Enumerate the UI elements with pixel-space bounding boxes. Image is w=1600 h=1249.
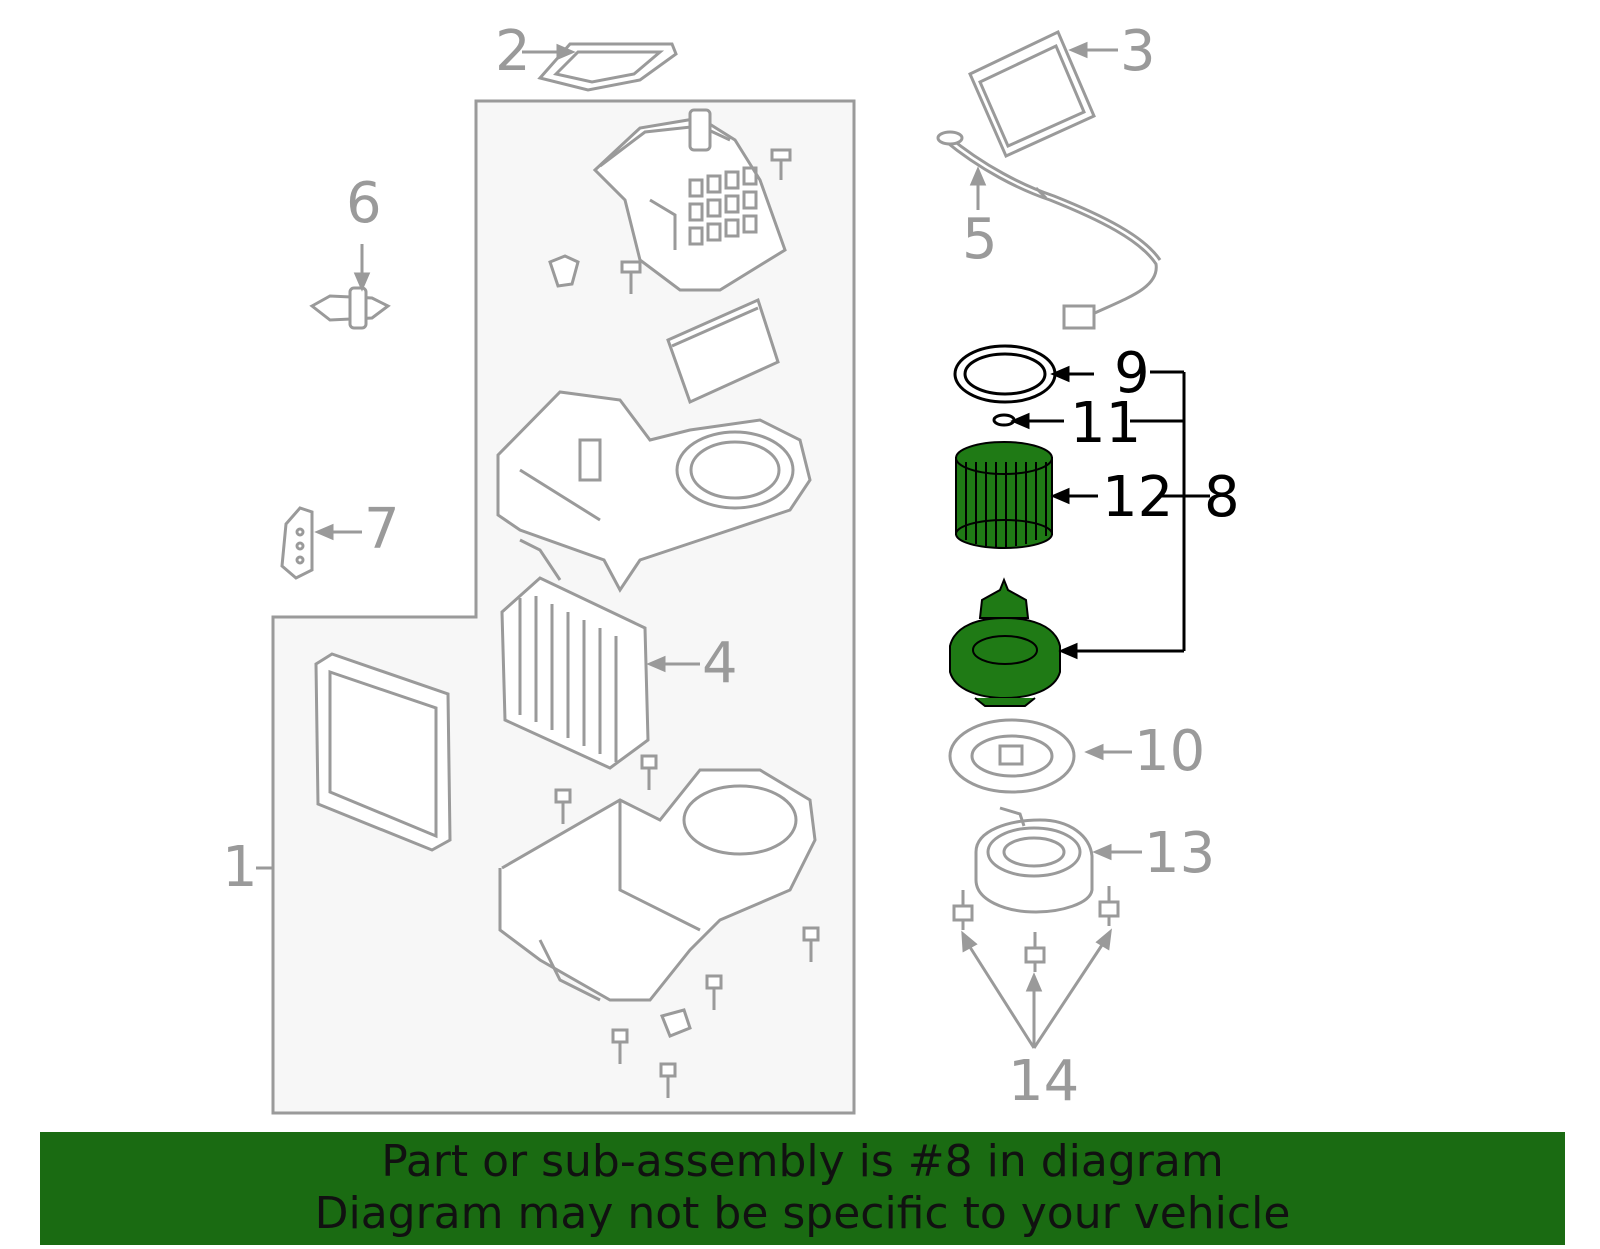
part-11-oring [992, 413, 1016, 427]
callout-9: 9 [1114, 341, 1150, 406]
banner-line-2: Diagram may not be specific to your vehi… [314, 1188, 1291, 1239]
heater-core [314, 652, 452, 852]
lower-case [498, 768, 817, 1002]
upper-case [592, 108, 787, 292]
part-2-gasket [537, 42, 678, 92]
callout-1: 1 [222, 835, 258, 900]
part-5-sensor [936, 130, 1162, 330]
filter-card [666, 297, 780, 405]
part-14-screws [952, 886, 1120, 972]
callout-14: 14 [1008, 1049, 1079, 1114]
part-13-housing [974, 806, 1094, 914]
callout-6: 6 [346, 171, 382, 236]
part-10-cover [948, 718, 1076, 794]
callout-11: 11 [1070, 391, 1141, 456]
callout-12: 12 [1102, 465, 1173, 530]
part-3-filter [968, 29, 1096, 158]
banner-line-1: Part or sub-assembly is #8 in diagram [381, 1136, 1224, 1187]
info-banner: Part or sub-assembly is #8 in diagram Di… [40, 1132, 1565, 1245]
callout-7: 7 [364, 497, 400, 562]
callout-4: 4 [702, 631, 738, 696]
callout-2: 2 [495, 19, 531, 84]
part-6-actuator [309, 286, 391, 330]
callout-3: 3 [1120, 19, 1156, 84]
part-12-blower-wheel [955, 441, 1053, 549]
part-4-evaporator [500, 538, 650, 770]
part-8-bracket [1010, 365, 1210, 660]
callout-8: 8 [1204, 465, 1240, 530]
middle-housing [496, 390, 812, 593]
part-7-clip [280, 506, 314, 580]
callout-10: 10 [1134, 719, 1205, 784]
part-9-gasket [953, 344, 1057, 404]
blower-motor [949, 577, 1061, 707]
callout-13: 13 [1144, 821, 1215, 886]
callout-5: 5 [962, 207, 998, 272]
